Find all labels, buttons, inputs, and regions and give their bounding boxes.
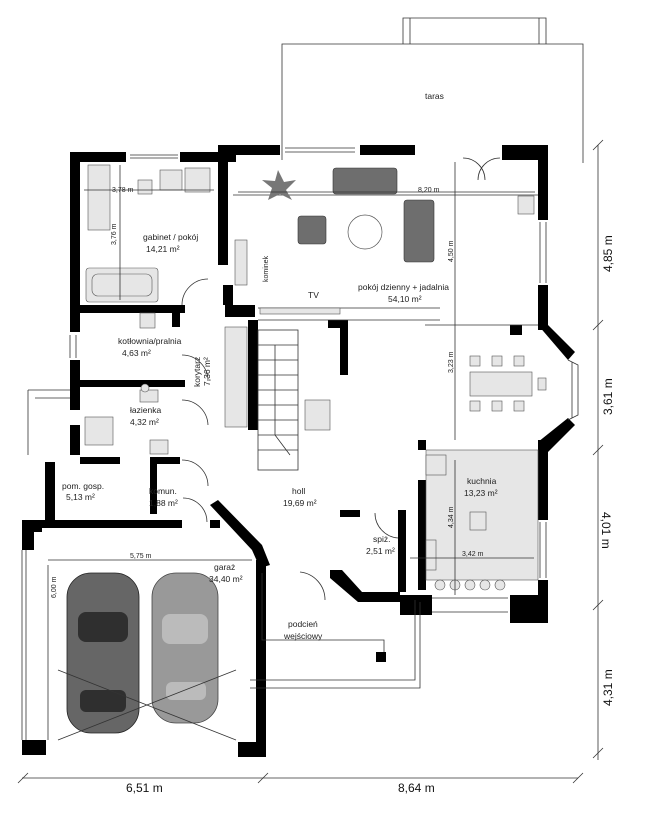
label-kuchnia: kuchnia: [467, 476, 497, 486]
area-korytarz: 7,36 m²: [202, 357, 212, 386]
terrace: [281, 17, 584, 163]
label-komun: komun.: [149, 486, 177, 496]
dim-bottom-2: 8,64 m: [398, 781, 435, 795]
living-furniture: [234, 167, 547, 412]
inner-dimension-lines: [27, 162, 535, 740]
interior-walls: [42, 155, 522, 592]
doors: [181, 157, 501, 601]
label-garaz: garaż: [214, 562, 235, 572]
label-kominek: kominek: [263, 255, 270, 282]
area-kotlownia: 4,63 m²: [122, 348, 151, 358]
area-holl: 19,69 m²: [283, 498, 317, 508]
dim-right-1: 4,85 m: [601, 235, 615, 272]
area-lazienka: 4,32 m²: [130, 417, 159, 427]
dim-kuchnia-height: 4,34 m: [448, 506, 455, 528]
area-garaz: 34,40 m²: [209, 574, 243, 584]
dim-garaz-height: 6,00 m: [51, 576, 58, 598]
dim-pokoj-height: 4,50 m: [448, 240, 455, 262]
dimension-lines: [17, 139, 604, 784]
area-pomgosp: 5,13 m²: [66, 492, 95, 502]
dim-garaz-width: 5,75 m: [130, 553, 152, 560]
dim-right-2: 3,61 m: [601, 378, 615, 415]
label-podcien-2: wejściowy: [283, 631, 323, 641]
label-tv: TV: [308, 290, 319, 300]
label-holl: holl: [292, 486, 305, 496]
dim-bottom-1: 6,51 m: [126, 781, 163, 795]
dim-pokoj-width: 8,20 m: [418, 187, 440, 194]
fixtures: [84, 164, 248, 455]
window-lines: [21, 147, 579, 740]
label-spiz: spiż.: [373, 534, 390, 544]
label-gabinet: gabinet / pokój: [143, 232, 198, 242]
label-lazienka: łazienka: [130, 405, 161, 415]
dim-right-3: 4,01 m: [599, 512, 613, 549]
area-kuchnia: 13,23 m²: [464, 488, 498, 498]
area-spiz: 2,51 m²: [366, 546, 395, 556]
kitchen-counters: [425, 449, 539, 591]
garage-cars: [57, 572, 237, 741]
area-gabinet: 14,21 m²: [146, 244, 180, 254]
dim-kuchnia-width: 3,42 m: [462, 551, 484, 558]
dim-right-4: 4,31 m: [601, 669, 615, 706]
dim-pokoj-height-2: 3,23 m: [448, 351, 455, 373]
area-pokoj: 54,10 m²: [388, 294, 422, 304]
label-korytarz: korytarz: [192, 357, 202, 387]
staircase: [257, 329, 331, 471]
label-kotlownia: kotłownia/pralnia: [118, 336, 182, 346]
label-pokoj: pokój dzienny + jadalnia: [358, 282, 449, 292]
label-pomgosp: pom. gosp.: [62, 481, 104, 491]
label-podcien: podcień: [288, 619, 318, 629]
dim-gabinet-height: 3,76 m: [111, 223, 118, 245]
dim-gabinet-width: 3,78 m: [112, 187, 134, 194]
label-taras: taras: [425, 91, 444, 101]
area-komun: 1,88 m²: [149, 498, 178, 508]
